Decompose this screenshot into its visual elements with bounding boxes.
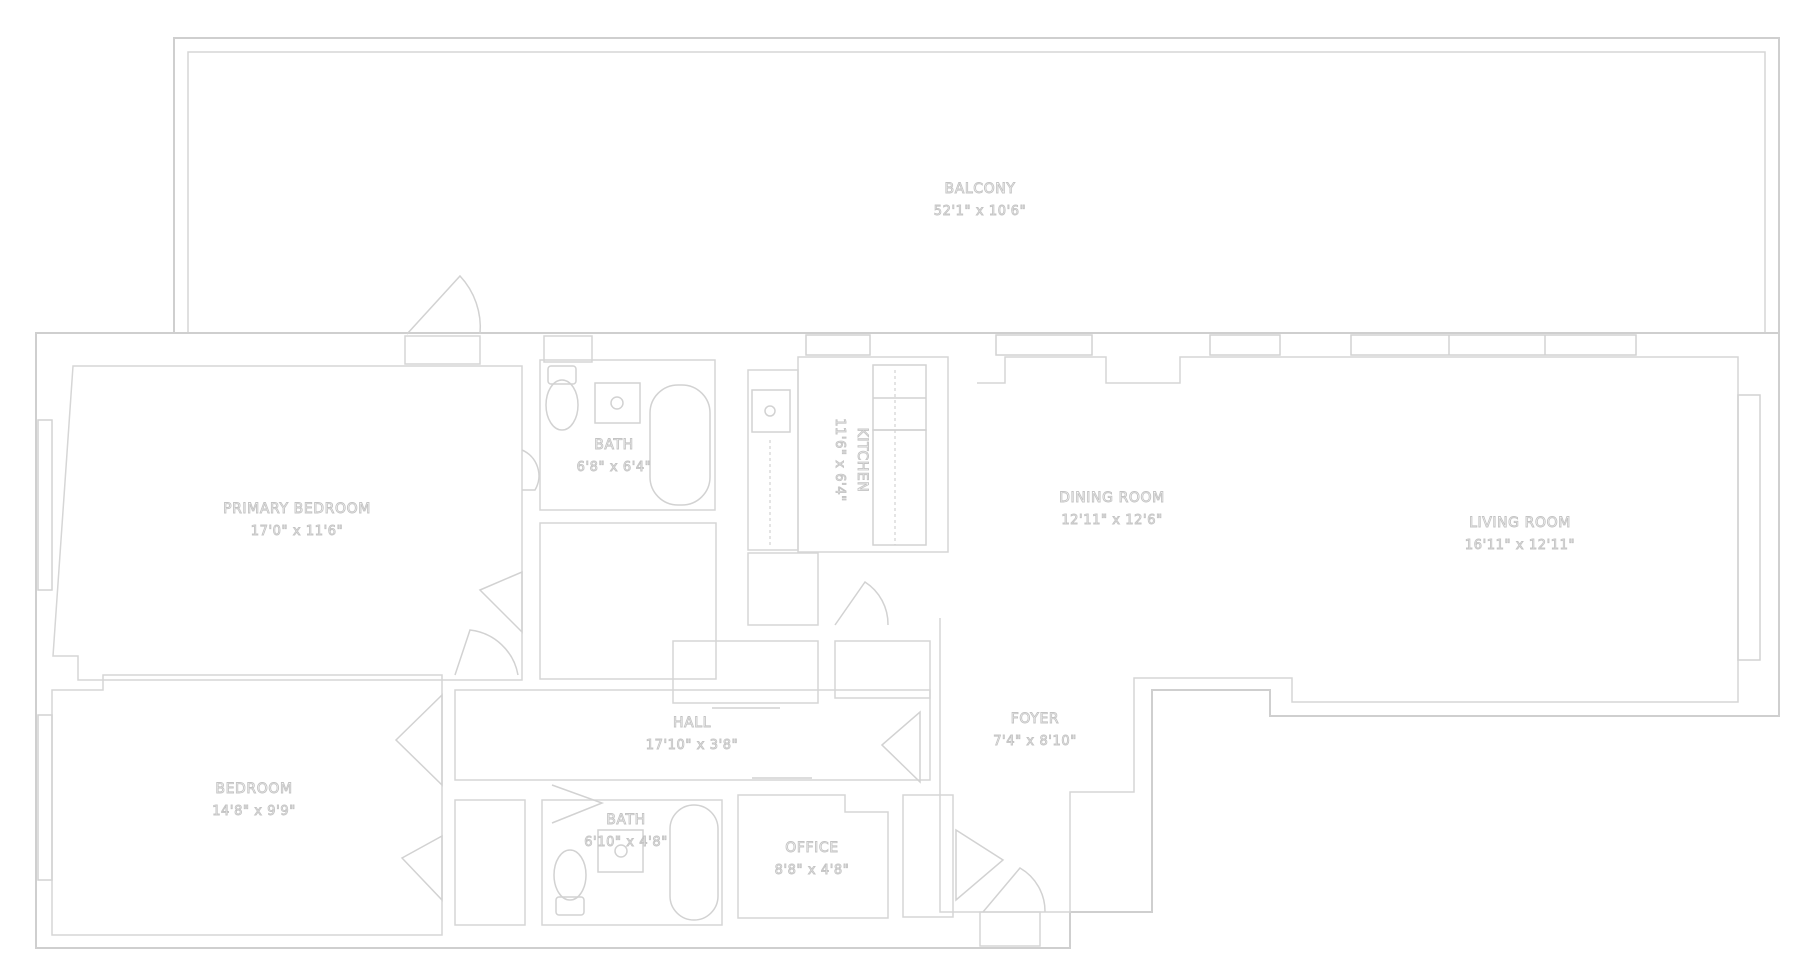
room-label-foyer: FOYER 7'4" x 8'10" (993, 711, 1077, 750)
exterior-walls (35, 332, 1780, 949)
room-label-balcony: BALCONY 52'1" x 10'6" (933, 181, 1027, 220)
windows (37, 334, 1761, 881)
balcony-name: BALCONY (944, 181, 1015, 197)
hall-name: HALL (673, 715, 711, 731)
office-name: OFFICE (785, 840, 838, 856)
room-label-bedroom: BEDROOM 14'8" x 9'9" (212, 781, 296, 820)
room-label-primary-bedroom: PRIMARY BEDROOM 17'0" x 11'6" (223, 501, 371, 540)
primary-bedroom-dims: 17'0" x 11'6" (251, 524, 344, 539)
room-label-living-room: LIVING ROOM 16'11" x 12'11" (1464, 515, 1575, 554)
room-label-bath-1: BATH 6'8" x 6'4" (576, 437, 652, 476)
kitchen-name: KITCHEN (854, 428, 870, 493)
foyer-dims: 7'4" x 8'10" (993, 734, 1077, 749)
room-label-kitchen: KITCHEN 11'6" x 6'4" (832, 418, 871, 503)
balcony-dims: 52'1" x 10'6" (934, 204, 1027, 219)
dining-room-name: DINING ROOM (1059, 490, 1165, 506)
bath-1-dims: 6'8" x 6'4" (577, 460, 652, 475)
bedroom-name: BEDROOM (215, 781, 292, 797)
kitchen-dims: 11'6" x 6'4" (832, 418, 847, 502)
room-label-bath-2: BATH 6'10" x 4'8" (584, 812, 668, 851)
doors (394, 274, 1046, 913)
bedroom-dims: 14'8" x 9'9" (212, 804, 296, 819)
room-label-dining-room: DINING ROOM 12'11" x 12'6" (1059, 490, 1165, 529)
room-label-hall: HALL 17'10" x 3'8" (645, 715, 739, 754)
bath-2-dims: 6'10" x 4'8" (584, 835, 668, 850)
interior-walls (51, 335, 1739, 947)
living-room-dims: 16'11" x 12'11" (1465, 538, 1575, 553)
office-dims: 8'8" x 4'8" (775, 863, 850, 878)
fixtures (545, 364, 927, 921)
hall-dims: 17'10" x 3'8" (646, 738, 739, 753)
living-room-name: LIVING ROOM (1469, 515, 1571, 531)
dining-room-dims: 12'11" x 12'6" (1061, 513, 1162, 528)
foyer-name: FOYER (1011, 711, 1059, 727)
balcony-outline (173, 37, 1780, 333)
bath-1-name: BATH (594, 437, 634, 453)
room-label-office: OFFICE 8'8" x 4'8" (774, 840, 850, 879)
bath-2-name: BATH (606, 812, 646, 828)
primary-bedroom-name: PRIMARY BEDROOM (223, 501, 371, 517)
